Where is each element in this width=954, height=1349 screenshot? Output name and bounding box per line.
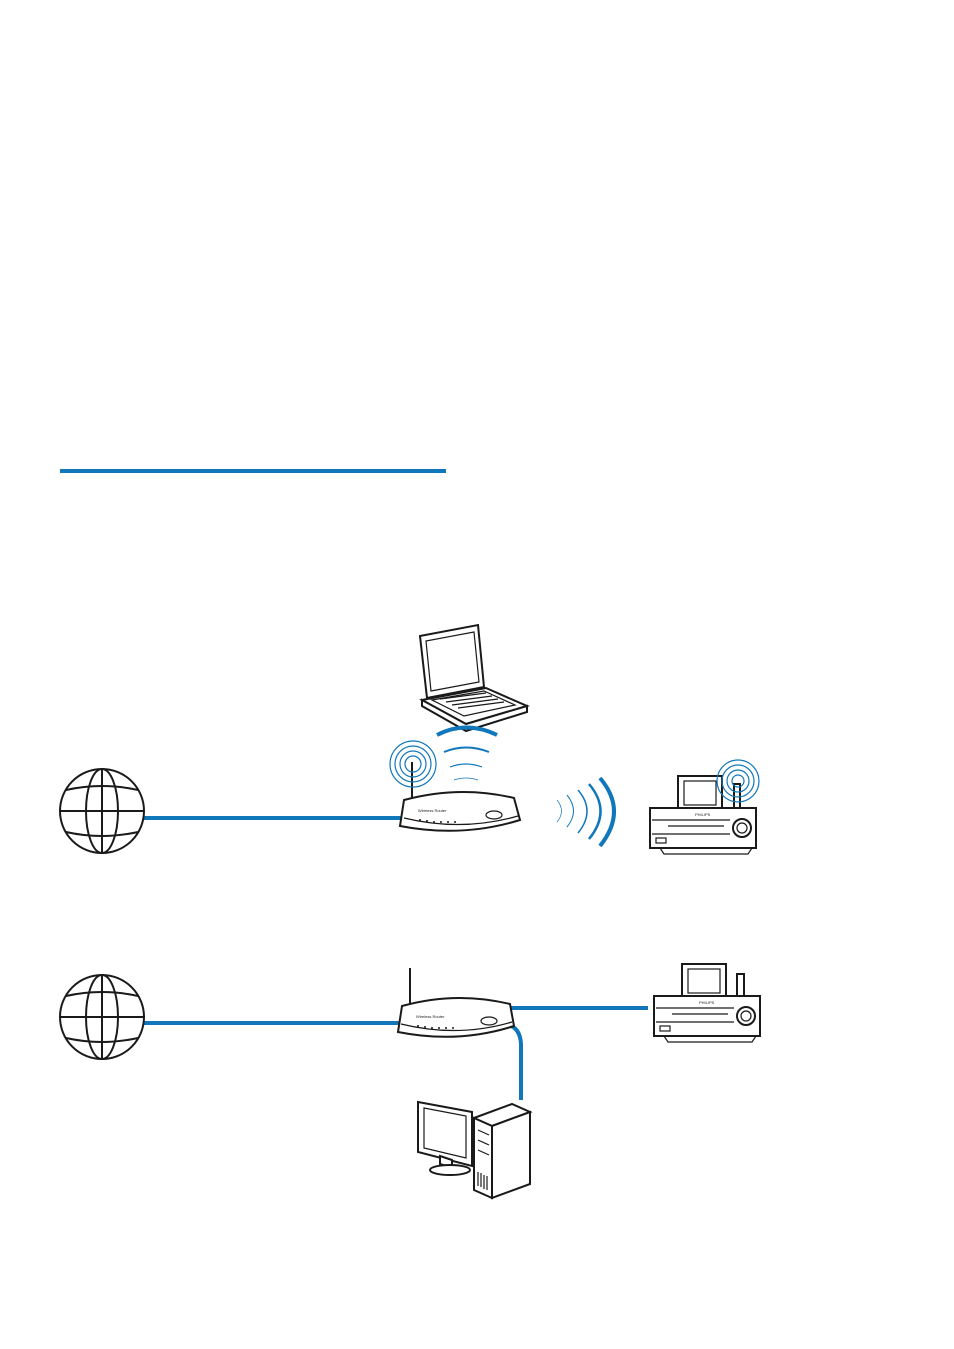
device-logo: PHILIPS (699, 1000, 715, 1005)
svg-text:Wireless Router: Wireless Router (418, 808, 447, 813)
micro-hifi-system-icon: PHILIPS (654, 964, 760, 1042)
micro-hifi-system-icon: PHILIPS (650, 776, 756, 854)
wired-setup-diagram: Wireless Router PHILIPS (60, 964, 760, 1198)
wireless-router-icon: Wireless Router (400, 762, 520, 831)
wifi-waves-to-laptop-icon (437, 728, 497, 781)
device-logo: PHILIPS (695, 812, 711, 817)
ethernet-cable-computer (505, 1024, 521, 1100)
wifi-waves-to-hifi-icon (557, 778, 614, 846)
desktop-computer-icon (418, 1102, 530, 1198)
svg-text:Wireless Router: Wireless Router (416, 1014, 445, 1019)
globe-icon (60, 975, 144, 1059)
globe-icon (60, 769, 144, 853)
wireless-setup-diagram: Wireless Router (60, 625, 759, 854)
laptop-icon (420, 625, 527, 731)
router-icon: Wireless Router (398, 968, 514, 1037)
